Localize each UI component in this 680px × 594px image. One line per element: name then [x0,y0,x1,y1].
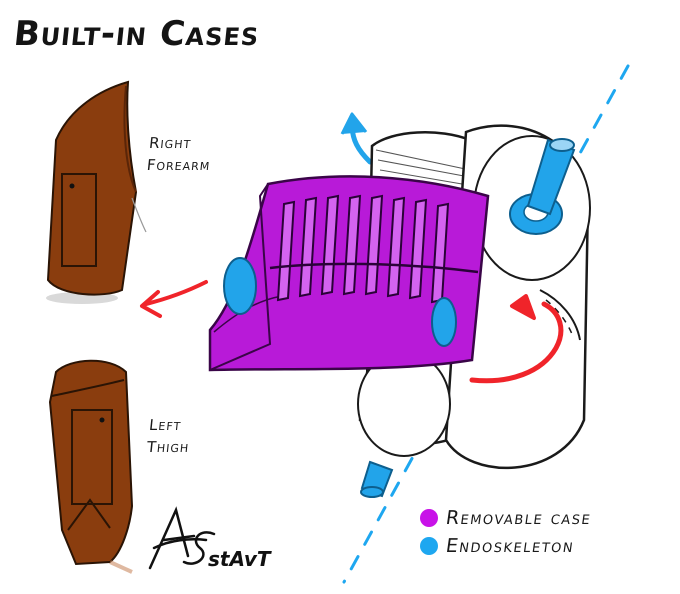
legend-item-endoskeleton: Endoskeleton [420,532,591,560]
right-forearm-armor [46,80,147,304]
left-thigh-armor [48,359,134,574]
signature-text: stAvT [208,547,272,571]
legend-label-removable-case: Removable case [444,507,593,529]
rotate-arrow-red [469,294,564,384]
legend-swatch-endoskeleton [420,537,438,555]
legend-item-removable-case: Removable case [420,504,593,532]
rotate-arrow-blue [340,112,373,165]
legend-label-endoskeleton: Endoskeleton [444,535,576,557]
detach-arrow [140,280,208,318]
endoskeleton-rod [360,138,576,498]
artist-signature [148,506,216,570]
removable-case [208,175,490,372]
legend-swatch-removable-case [420,509,438,527]
legend: Removable case Endoskeleton [420,504,593,560]
